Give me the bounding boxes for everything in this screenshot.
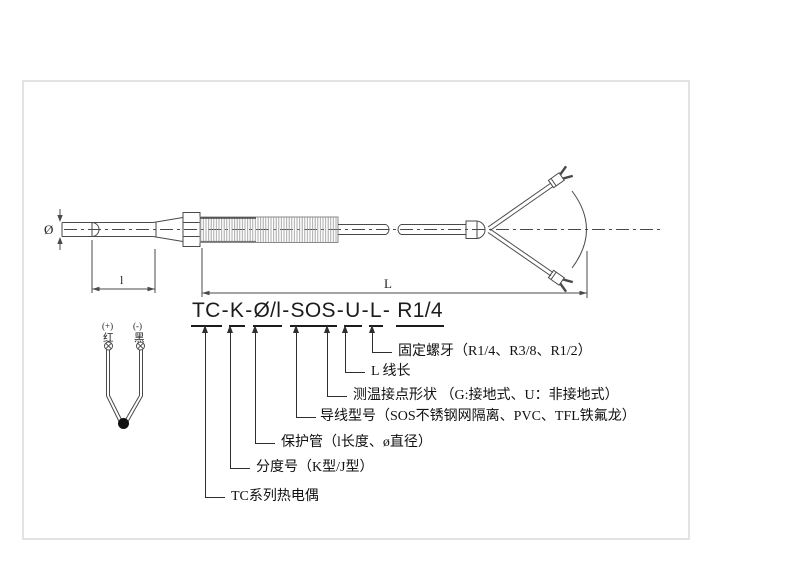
braided-sheath (199, 216, 339, 243)
leader-line-tc (205, 332, 206, 497)
probe-length-label: l (120, 273, 124, 287)
code-token-l: L (368, 299, 383, 327)
polarity-diagram: (+) 红 (-) 黑 (102, 321, 145, 429)
code-separator: - (361, 299, 369, 322)
legend-label-wire-length: L 线长 (371, 364, 411, 379)
crimp-terminal-positive (104, 341, 113, 351)
code-token-sos: SOS (289, 299, 337, 327)
leader-arrow-u (323, 325, 330, 333)
element-tip-arc (91, 222, 100, 237)
code-token-u: U (344, 299, 362, 327)
code-separator: - (221, 299, 229, 322)
lead-cable-segment-1 (338, 224, 390, 235)
spade-terminal-upper (546, 165, 574, 190)
code-token-diameter-length: Ø/l (252, 299, 283, 327)
legend-label-protection-tube: 保护管（l长度、ø直径） (281, 435, 432, 450)
legend-label-wire-type: 导线型号（SOS不锈钢网隔离、PVC、TFL铁氟龙） (320, 409, 636, 424)
leader-line-k (230, 332, 231, 468)
ordering-code: TC - K - Ø/l - SOS - U - L - R1/4 (191, 299, 444, 327)
leader-line-r14 (372, 332, 373, 352)
negative-wire-label: 黑 (134, 332, 145, 344)
legend-label-series: TC系列热电偶 (231, 489, 319, 504)
leader-arrow-sos (292, 325, 299, 333)
code-token-r14: R1/4 (396, 299, 444, 327)
split-wires (487, 182, 554, 277)
lead-length-label: L (384, 276, 392, 291)
leader-line-sos (296, 332, 297, 417)
leader-line-diameter-length (255, 332, 256, 443)
spade-terminal-lower (546, 268, 574, 293)
code-separator: - (336, 299, 345, 322)
diameter-symbol: Ø (44, 222, 53, 237)
leader-arrow-r14 (368, 325, 375, 333)
code-token-tc: TC (191, 299, 222, 327)
leader-stub-u (327, 396, 347, 397)
lead-cable-segment-2 (397, 224, 466, 235)
negative-sign-label: (-) (133, 321, 142, 331)
legend-label-calibration: 分度号（K型/J型） (256, 460, 374, 475)
positive-sign-label: (+) (102, 321, 113, 331)
leader-stub-r14 (372, 352, 392, 353)
terminal-swing-arc (571, 190, 587, 269)
positive-wire-label: 红 (103, 331, 114, 344)
positive-wire (106, 350, 121, 424)
crimp-terminal-negative (136, 341, 145, 351)
leader-arrow-tc (201, 325, 208, 333)
dimension-probe-length: l (91, 240, 156, 293)
leader-arrow-diameter-length (251, 325, 258, 333)
code-separator: - (282, 299, 290, 322)
legend-label-thread: 固定螺牙（R1/4、R3/8、R1/2） (398, 344, 592, 359)
negative-wire-inner (124, 350, 140, 421)
code-separator: - (382, 299, 397, 322)
page-border-frame (22, 80, 690, 540)
leader-arrow-k (226, 325, 233, 333)
cable-end-cap (465, 220, 486, 239)
positive-wire-inner (109, 350, 123, 421)
leader-line-u (327, 332, 328, 396)
compression-fitting (152, 217, 184, 242)
leader-stub-k (230, 468, 250, 469)
leader-stub-diameter-length (255, 443, 275, 444)
probe-tube (61, 222, 153, 237)
leader-stub-sos (296, 417, 316, 418)
negative-wire (126, 350, 143, 424)
leader-stub-l (345, 372, 365, 373)
dimension-lead-length: L (201, 248, 588, 298)
measuring-junction-dot (118, 418, 129, 429)
leader-line-l (345, 332, 346, 372)
diameter-dimension: Ø (44, 209, 63, 250)
leader-arrow-l (341, 325, 348, 333)
legend-label-junction-shape: 测温接点形状 （G:接地式、U：非接地式） (353, 388, 619, 403)
code-separator: - (245, 299, 253, 322)
leader-stub-tc (205, 497, 225, 498)
code-token-k: K (228, 299, 246, 327)
